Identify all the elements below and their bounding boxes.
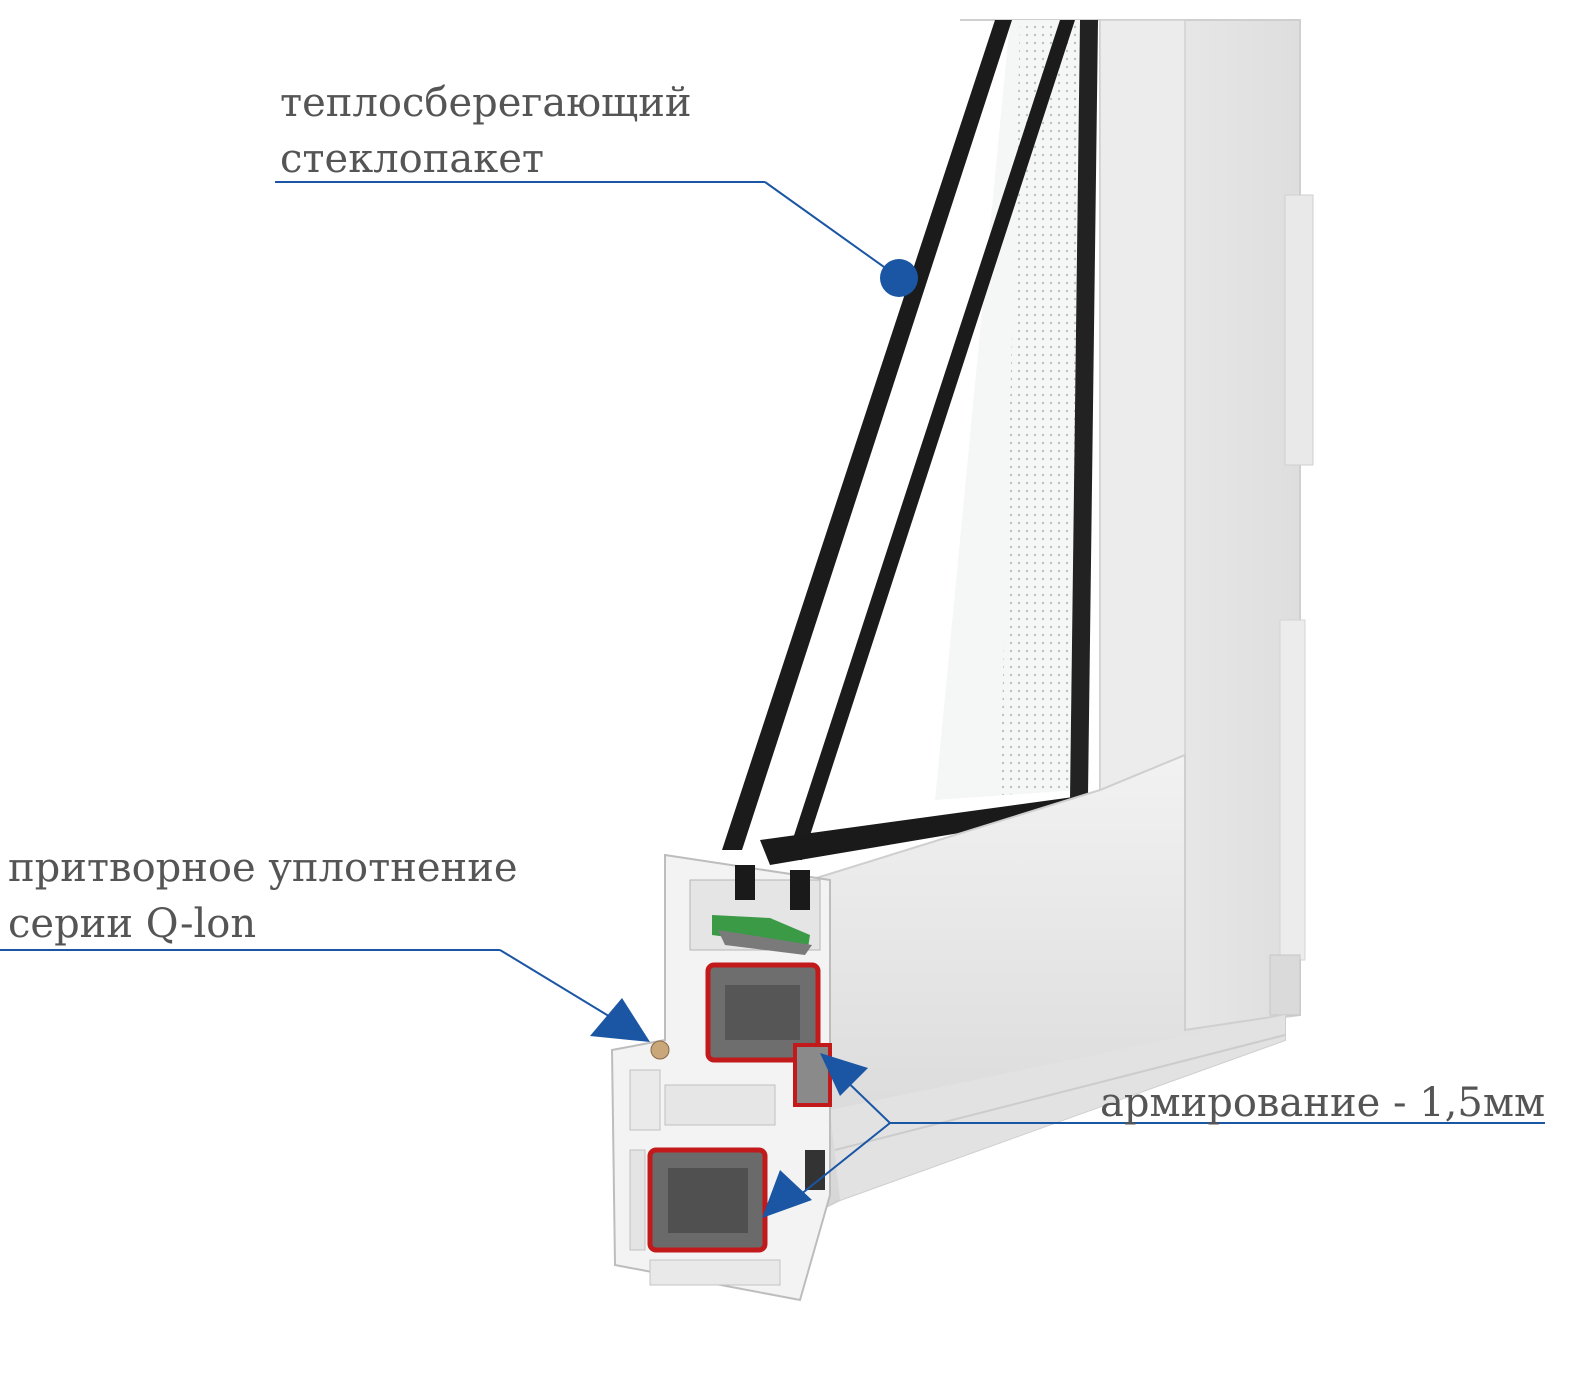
callout-seal-line2: серии Q-lon — [8, 901, 257, 947]
callout-glazing-line1: теплосберегающий — [280, 80, 692, 126]
callout-arrow-icon — [762, 1170, 812, 1218]
callout-glazing-line2: стеклопакет — [280, 136, 545, 182]
callout-reinforcement-leader — [762, 1053, 1545, 1218]
callout-seal-leader — [0, 949, 650, 1042]
callout-glazing-label: теплосберегающий стеклопакет — [280, 75, 692, 187]
callout-reinforcement-label: армирование - 1,5мм — [1100, 1075, 1545, 1131]
callout-dot-icon — [880, 259, 918, 297]
callout-seal-label: притворное уплотнение серии Q-lon — [8, 840, 518, 952]
frame-vertical — [960, 19, 1314, 1032]
profile-cross-section — [610, 853, 832, 1302]
glass-unit — [722, 20, 1098, 865]
callout-glazing-leader — [275, 181, 918, 297]
callout-arrow-icon — [590, 998, 650, 1042]
callout-seal-line1: притворное уплотнение — [8, 845, 518, 891]
callout-reinforcement-line1: армирование - 1,5мм — [1100, 1080, 1546, 1126]
callout-arrow-icon — [820, 1053, 868, 1096]
frame-horizontal — [808, 753, 1286, 1212]
